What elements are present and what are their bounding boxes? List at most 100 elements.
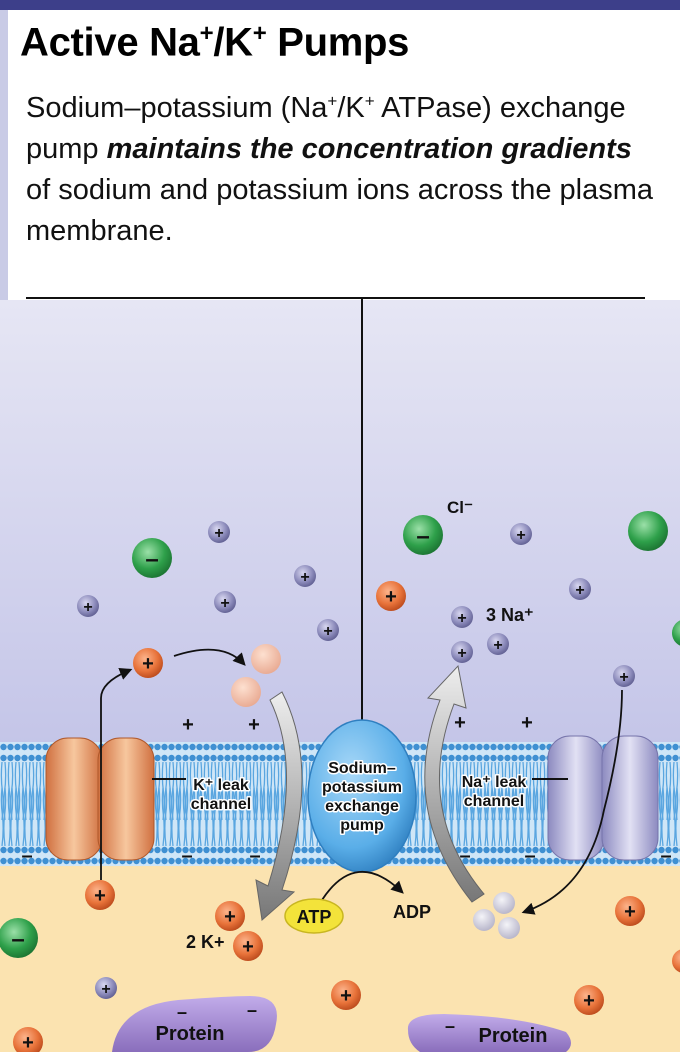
surface-minus: – [459,845,470,867]
k-import-arrow [255,691,303,921]
pump-label-line1: Sodium– [328,760,396,777]
emphasis-text: maintains the concentration gradients [106,133,632,165]
na-leak-arrow [521,689,623,915]
potassium-ion: + [85,880,115,910]
svg-text:+: + [323,623,332,640]
sodium-ion: + [208,521,230,543]
atp-molecule [284,898,344,934]
potassium-count-label: 2 K+ [186,932,225,952]
sodium-ion: + [95,977,117,999]
na-export-arrow [424,664,485,903]
k-leak-arrow [100,668,133,880]
svg-text:+: + [242,936,254,958]
svg-text:+: + [142,653,154,675]
sodium-ion: + [451,641,473,663]
surface-plus: + [182,714,194,736]
k-return-arrow [173,648,246,666]
k-leak-channel [45,737,155,861]
chloride-ion [672,620,680,646]
surface-plus: + [248,714,260,736]
sodium-count-label: 3 Na⁺ [486,605,534,625]
sodium-ion: + [451,606,473,628]
transported-na-ion [473,909,495,931]
adp-label: ADP [393,902,431,922]
protein-right [407,1014,571,1052]
pump-label-line4: pump [340,817,384,834]
protein-charge: – [445,1016,455,1036]
chloride-ion: – [0,918,38,958]
chloride-ion: – [132,538,172,578]
sodium-potassium-pump [307,719,417,873]
svg-text:+: + [94,885,106,907]
extracellular-fluid [0,300,680,746]
k-channel-label-line2: channel [191,796,251,813]
k-channel-label-line1: K⁺ leak [193,777,249,794]
chloride-label: Cl⁻ [447,498,473,517]
svg-text:+: + [493,637,502,654]
surface-plus: + [454,712,466,734]
potassium-ion: + [13,1027,43,1052]
atp-adp-arrow [321,870,404,901]
chloride-ion: – [403,515,443,555]
svg-text:+: + [583,990,595,1012]
svg-text:+: + [214,525,223,542]
svg-text:–: – [145,546,158,573]
protein-label-right: Protein [479,1025,548,1047]
na-channel-label-line2: channel [464,793,524,810]
potassium-ion: + [215,901,245,931]
surface-minus: – [660,845,671,867]
potassium-ion: + [133,648,163,678]
protein-label-left: Protein [156,1023,225,1045]
surface-minus: – [524,845,535,867]
potassium-ion: + [574,985,604,1015]
transported-k-ion [231,677,261,707]
svg-text:+: + [340,985,352,1007]
svg-text:+: + [575,582,584,599]
potassium-ion: + [233,931,263,961]
svg-text:+: + [22,1032,34,1052]
potassium-ion: + [615,896,645,926]
transported-k-ion [251,644,281,674]
potassium-ion: + [376,581,406,611]
k-channel-label: K⁺ leak channel [189,776,252,815]
svg-text:+: + [624,901,636,923]
sodium-ion: + [294,565,316,587]
title-bar [0,0,680,10]
svg-text:+: + [457,610,466,627]
slide-body-text: Sodium–potassium (Na+/K+ ATPase) exchang… [26,91,654,247]
na-channel-label-line1: Na⁺ leak [462,774,527,791]
pump-label-line3: exchange [325,798,399,815]
sodium-ion: + [214,591,236,613]
sodium-ion: + [317,619,339,641]
svg-text:+: + [220,595,229,612]
svg-text:–: – [11,926,24,953]
svg-text:+: + [224,906,236,928]
chloride-ion [628,511,668,551]
na-leak-channel [547,735,659,861]
surface-minus: – [21,845,32,867]
protein-charge: – [177,1002,187,1022]
protein-charge: – [247,1000,257,1020]
sodium-ion: + [77,595,99,617]
slide-title: Active Na+/K+ Pumps [20,20,410,65]
svg-text:+: + [457,645,466,662]
atp-label: ATP [297,907,332,927]
svg-text:–: – [416,523,429,550]
svg-text:+: + [619,669,628,686]
surface-minus: – [249,845,260,867]
transported-na-ion [493,892,515,914]
svg-text:+: + [83,599,92,616]
svg-text:+: + [385,586,397,608]
na-channel-label: Na⁺ leak channel [460,773,528,812]
sodium-ion: + [510,523,532,545]
protein-left [112,996,277,1052]
pump-label: Sodium– potassium exchange pump [320,759,403,836]
surface-minus: – [181,845,192,867]
potassium-ion [672,949,680,973]
svg-text:+: + [300,569,309,586]
sodium-ion: + [569,578,591,600]
svg-text:+: + [516,527,525,544]
left-accent-strip [0,10,8,350]
transported-na-ion [498,917,520,939]
